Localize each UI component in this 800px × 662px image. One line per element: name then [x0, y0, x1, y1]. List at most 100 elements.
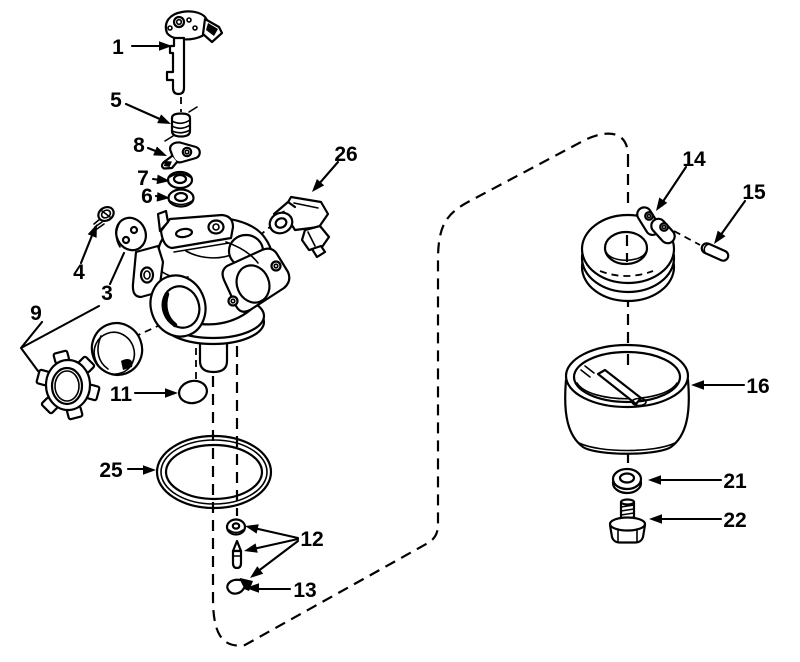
- callout-15: 15: [714, 181, 766, 244]
- callout-21-label: 21: [723, 470, 747, 493]
- part-26-fitting-drawing: [268, 195, 331, 259]
- carb-left-boss-hole: [139, 266, 155, 284]
- part-25-oring-drawing: [155, 434, 273, 510]
- callout-16: 16: [691, 375, 770, 398]
- main-assembly-dashed-path: [211, 132, 630, 647]
- callout-6-label: 6: [141, 185, 153, 208]
- bowl-hatch-2: [584, 365, 595, 374]
- callout-1-label: 1: [112, 36, 124, 59]
- part-6-washer-drawing: [167, 188, 195, 208]
- part-9-primer-bulb-drawing: [90, 322, 144, 376]
- plate3-edge-line: [115, 221, 121, 248]
- callout-8-arrowhead: [153, 146, 167, 156]
- callout-13: 13: [246, 579, 317, 602]
- callout-13-label: 13: [293, 579, 316, 602]
- bolt-thread-2: [620, 508, 635, 512]
- part-15-pin-drawing: [700, 242, 730, 262]
- float-hinge-lug-a-hole-inner: [646, 213, 652, 219]
- callout-26: 26: [312, 143, 358, 192]
- screw-slot: [101, 210, 111, 218]
- bowl-rim-inner: [572, 350, 682, 404]
- callout-26-arrowhead: [312, 179, 325, 192]
- callout-12-label: 12: [300, 528, 323, 551]
- oring-inner: [164, 443, 264, 501]
- part-7-washer-drawing: [166, 170, 194, 190]
- callout-8: 8: [133, 134, 167, 157]
- carb-bracket-edge: [173, 242, 230, 253]
- washer6-inner: [173, 191, 189, 203]
- callout-4-arrowhead: [87, 224, 97, 238]
- fitting-barb-tip: [310, 244, 327, 259]
- needle-tip: [231, 539, 243, 553]
- carb-venturi-shading: [163, 291, 178, 328]
- seat-inner: [231, 522, 241, 530]
- callout-14-leader: [660, 165, 688, 205]
- spring-wire-end-top: [188, 106, 198, 113]
- callout-25-label: 25: [99, 459, 123, 482]
- retainer-ring-hole-inner: [54, 370, 80, 402]
- carb-venturi-inner: [161, 285, 201, 329]
- callout-9: 9: [19, 302, 101, 373]
- plate3-hole-a: [121, 235, 131, 245]
- spring-coil-3: [171, 129, 191, 134]
- callout-21-arrowhead: [648, 475, 661, 485]
- callout-5-leader: [124, 102, 164, 122]
- washer21-hole: [618, 472, 636, 484]
- callout-1: 1: [112, 36, 172, 59]
- throttle-plate-hole-large: [172, 15, 186, 29]
- spring-body: [170, 112, 192, 138]
- carb-lever-arm: [225, 241, 259, 264]
- part-5-spring-drawing: [164, 106, 198, 142]
- screw-head-inner: [100, 209, 112, 219]
- float-hinge-lug-b-hole: [659, 222, 669, 232]
- spring-coil-1: [171, 119, 191, 125]
- callout-15-arrowhead: [714, 230, 726, 244]
- carb-flange-hole-top: [270, 260, 282, 272]
- callout-1-arrowhead: [159, 41, 172, 51]
- screw-thread-3: [96, 223, 105, 230]
- carb-throttle-bore: [212, 223, 220, 231]
- throttle-plate-hole-c: [192, 25, 198, 31]
- bowl-inner-bottom: [576, 382, 678, 400]
- bowl-hatch-1: [580, 369, 591, 378]
- pin-end-line: [703, 243, 710, 254]
- carb-throttle-bore-boss: [207, 219, 225, 235]
- throttle-plate-hole-a: [167, 25, 173, 31]
- needle-body: [231, 549, 243, 570]
- part-8-clip-drawing: [160, 141, 201, 170]
- seat-rim-arc: [228, 529, 244, 534]
- float-pin-dashed-line: [673, 230, 701, 246]
- callout-7-label: 7: [137, 167, 149, 190]
- throttle-lever-tab-shading: [206, 23, 218, 36]
- callout-14-arrowhead: [656, 197, 668, 211]
- pin-body: [700, 242, 730, 262]
- callout-9-bracket: [19, 304, 101, 373]
- callout-22: 22: [649, 509, 747, 532]
- throttle-lever-plate: [164, 10, 209, 41]
- callout-15-label: 15: [742, 181, 766, 204]
- part-3-plate-drawing: [115, 216, 147, 252]
- part-16-bowl-drawing: [564, 343, 690, 455]
- float-hinge-lug-a-hole: [644, 211, 654, 221]
- callout-6-arrowhead: [156, 192, 170, 202]
- throttle-plate-hole-large-inner: [175, 18, 183, 26]
- carburetor-body-drawing: [131, 209, 291, 374]
- float-hinge-lug-b-hole-inner: [661, 224, 667, 230]
- callout-22-label: 22: [723, 509, 746, 532]
- callout-3-leader: [108, 251, 126, 286]
- carb-flange-hole-bottom: [227, 295, 239, 307]
- callout-12-arrowhead-seat: [245, 524, 259, 534]
- callout-8-label: 8: [133, 134, 145, 157]
- bolt-thread-3: [620, 512, 635, 516]
- callout-12-leader-clip: [255, 539, 300, 574]
- part-11-ball-plug: [178, 379, 208, 405]
- callout-25-arrowhead: [143, 465, 156, 475]
- clip-arm-shading: [164, 161, 172, 167]
- part-21-washer-drawing: [611, 467, 643, 495]
- throttle-shaft-bar: [165, 36, 186, 96]
- callout-25: 25: [99, 459, 156, 482]
- callout-22-arrowhead: [649, 514, 662, 524]
- overlay-centerlines: [599, 235, 654, 369]
- plate3-hole-b: [129, 225, 139, 235]
